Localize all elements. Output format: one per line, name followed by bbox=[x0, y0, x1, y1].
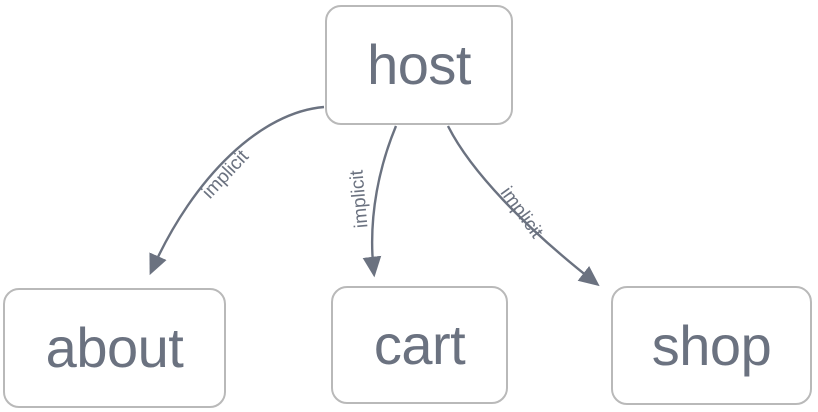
edge-host-cart bbox=[362, 125, 398, 278]
node-cart[interactable]: cart bbox=[331, 286, 508, 404]
node-about[interactable]: about bbox=[3, 288, 226, 408]
node-cart-label: cart bbox=[373, 313, 466, 376]
node-about-label: about bbox=[45, 316, 184, 379]
node-host-label: host bbox=[367, 33, 471, 96]
edge-host-shop bbox=[446, 125, 600, 287]
node-shop[interactable]: shop bbox=[611, 286, 812, 405]
edge-host-about bbox=[149, 105, 325, 276]
node-shop-label: shop bbox=[651, 313, 772, 377]
node-host[interactable]: host bbox=[325, 5, 513, 125]
